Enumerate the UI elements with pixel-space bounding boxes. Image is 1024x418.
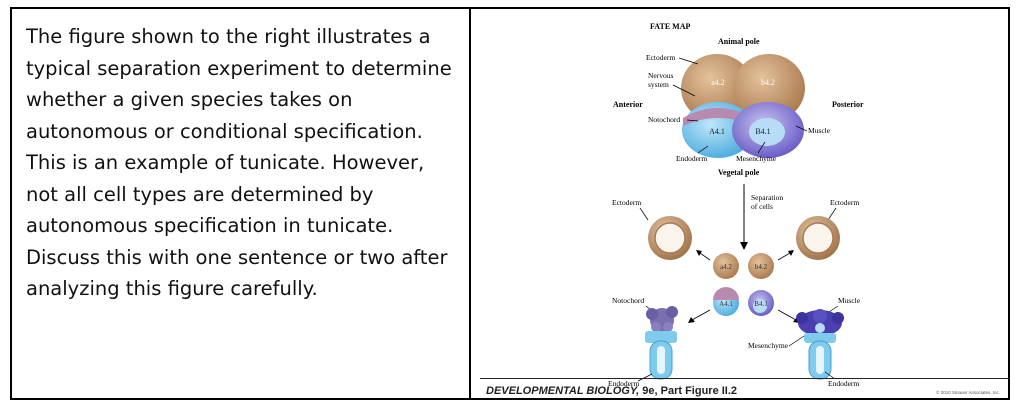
label-muscle-bottom: Muscle [838,296,861,305]
notochord-endoderm-larva [645,306,678,380]
iso-label-b42: b4.2 [755,263,768,271]
fate-map-diagram: FATE MAP Animal pole a4.2 b4.2 A4.1 B4.1… [608,22,864,388]
cell-label-a42: a4.2 [711,78,725,87]
label-ectoderm-right: Ectoderm [830,198,859,207]
notochord-region [683,108,753,126]
isolated-a42 [713,253,739,279]
label-notochord-top: Notochord [648,115,680,124]
label-endoderm-top: Endoderm [676,154,707,163]
content-frame: The figure shown to the right illustrate… [10,7,1010,400]
label-ectoderm-left: Ectoderm [612,198,641,207]
muscle-mesenchyme-larva [796,309,844,380]
fate-map-figure: FATE MAP Animal pole a4.2 b4.2 A4.1 B4.1… [480,18,1010,403]
label-nervous: Nervous [648,71,673,80]
vegetal-pole-label: Vegetal pole [718,168,760,177]
fate-map-title: FATE MAP [650,22,690,31]
cell-label-b42: b4.2 [761,78,775,87]
iso-label-A41: A4.1 [719,300,733,308]
separation-label-1: Separation [751,193,783,202]
cell-a4.2-fate [681,54,753,122]
caption-figure-ref: 9e, Part Figure II.2 [639,385,738,397]
iso-label-B41: B4.1 [754,300,768,308]
caption-book-title: DEVELOPMENTAL BIOLOGY, [486,385,640,397]
label-notochord-bottom: Notochord [612,296,644,305]
label-endoderm-bottom-left: Endoderm [608,379,639,388]
animal-pole-label: Animal pole [718,37,760,46]
label-mesenchyme-top: Mesenchyme [736,154,777,163]
anterior-label: Anterior [613,100,643,109]
iso-label-a42: a4.2 [720,263,732,271]
cell-label-B41: B4.1 [755,127,770,136]
label-muscle-top: Muscle [808,126,831,135]
mesenchyme-region [749,118,785,146]
isolated-b42 [748,253,774,279]
label-mesenchyme-bottom: Mesenchyme [748,341,789,350]
label-system: system [648,80,669,89]
separation-label-2: of cells [751,202,773,211]
cell-b4.2-fate [733,54,805,122]
copyright-notice: © 2010 Sinauer Associates, Inc. [936,390,1000,395]
figure-caption: DEVELOPMENTAL BIOLOGY, 9e, Part Figure I… [486,385,737,397]
label-ectoderm-top: Ectoderm [646,53,675,62]
cell-label-A41: A4.1 [709,127,725,136]
question-text: The figure shown to the right illustrate… [26,25,452,300]
column-divider [469,9,471,398]
label-endoderm-bottom-right: Endoderm [828,379,859,388]
caption-rule [480,378,1010,379]
posterior-label: Posterior [832,100,864,109]
